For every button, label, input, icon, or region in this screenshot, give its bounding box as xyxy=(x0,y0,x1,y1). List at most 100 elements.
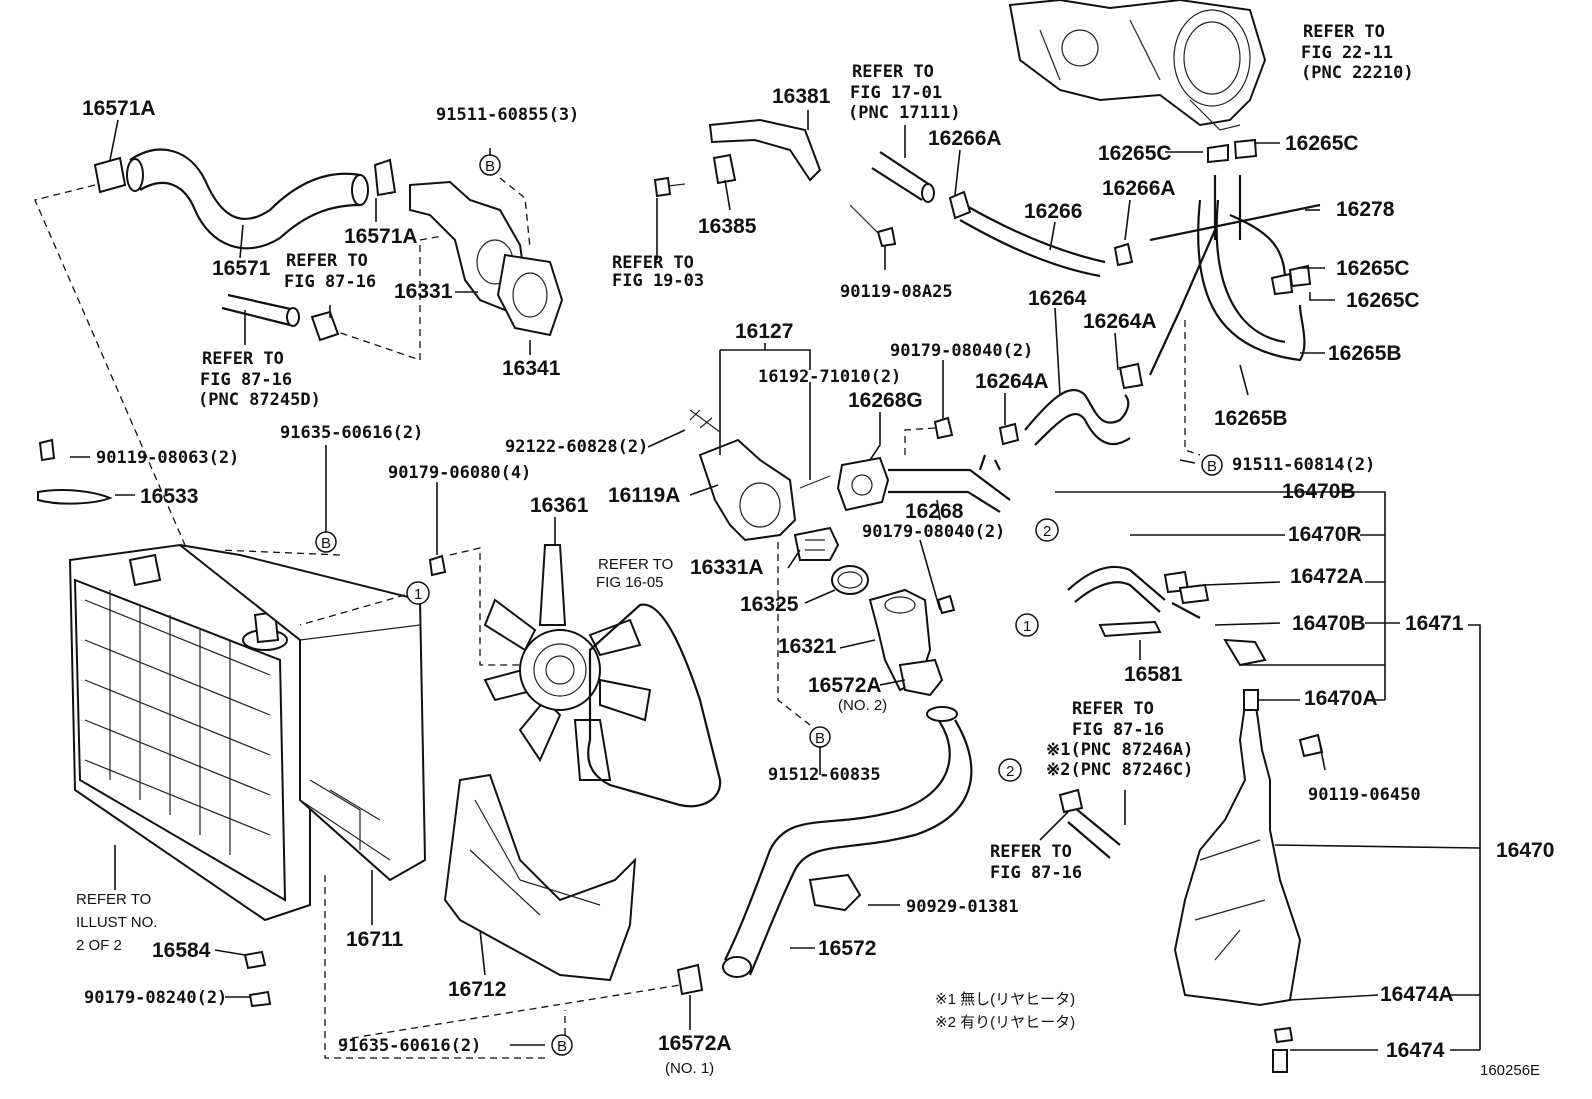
label-pnc-17111: (PNC 17111) xyxy=(848,103,961,123)
label-16265C-c: 16265C xyxy=(1336,257,1410,280)
label-90179-06080: 90179-06080(4) xyxy=(388,463,531,483)
label-fig-87245: FIG 87-16 xyxy=(200,370,292,390)
misc-small-parts-drawing xyxy=(37,438,704,1008)
heater-pipe-drawing xyxy=(221,293,340,342)
label-91512-60835: 91512-60835 xyxy=(768,765,881,785)
label-16470: 16470 xyxy=(1496,839,1554,862)
label-16572A-no2: 16572A xyxy=(808,674,882,697)
water-hose-16264-drawing xyxy=(998,362,1144,446)
water-outlet-drawing xyxy=(373,158,564,337)
label-fig-8724: FIG 87-16 xyxy=(1072,720,1164,740)
label-16264A-a: 16264A xyxy=(1083,310,1157,333)
label-16470B-b: 16470B xyxy=(1292,612,1366,635)
label-illust-b: ILLUST NO. xyxy=(76,914,157,931)
lower-fan-shroud-drawing xyxy=(443,773,637,982)
label-fig-19-03: FIG 19-03 xyxy=(612,271,704,291)
reserve-tank-drawing xyxy=(1173,689,1324,1073)
label-16472A: 16472A xyxy=(1290,565,1364,588)
label-92122-60828: 92122-60828(2) xyxy=(505,437,648,457)
svg-text:B: B xyxy=(485,158,495,175)
label-16321: 16321 xyxy=(778,635,837,658)
diagram-id: 160256E xyxy=(1480,1062,1540,1079)
label-16533: 16533 xyxy=(140,485,198,508)
part-labels: 16571A 16571 16571A 91511-60855(3) 16331… xyxy=(76,22,1554,1079)
marker-b-1: B xyxy=(479,154,501,176)
label-91635-60616-a: 91635-60616(2) xyxy=(280,423,423,443)
label-16470A: 16470A xyxy=(1304,687,1378,710)
marker-b-5: B xyxy=(551,1034,573,1056)
label-16571A-mid: 16571A xyxy=(344,225,418,248)
note-2: ※2 有り(リヤヒータ) xyxy=(935,1014,1075,1031)
label-illust-c: 2 OF 2 xyxy=(76,937,122,954)
label-16581: 16581 xyxy=(1124,663,1183,686)
label-16265C-b: 16265C xyxy=(1285,132,1359,155)
svg-text:B: B xyxy=(1207,458,1217,475)
label-16264A-b: 16264A xyxy=(975,370,1049,393)
label-16381: 16381 xyxy=(772,85,831,108)
label-16266A-b: 16266A xyxy=(1102,177,1176,200)
label-16474: 16474 xyxy=(1386,1039,1445,1062)
svg-text:B: B xyxy=(815,730,825,747)
label-fig-87-16: FIG 87-16 xyxy=(284,272,376,292)
marker-1-a: 1 xyxy=(406,581,430,605)
label-16265C-a: 16265C xyxy=(1098,142,1172,165)
label-refer-8716-x: REFER TO xyxy=(990,842,1072,862)
label-16385: 16385 xyxy=(698,215,757,238)
svg-text:2: 2 xyxy=(1006,763,1014,780)
marker-1-b: 1 xyxy=(1015,613,1039,637)
label-pnc-87246c: ※2(PNC 87246C) xyxy=(1046,760,1193,780)
label-16127: 16127 xyxy=(735,320,793,343)
svg-text:B: B xyxy=(321,535,331,552)
svg-text:1: 1 xyxy=(1023,618,1031,635)
label-fig-17-01: FIG 17-01 xyxy=(850,83,942,103)
label-refer-22: REFER TO xyxy=(1303,22,1385,42)
label-91635-60616-b: 91635-60616(2) xyxy=(338,1036,481,1056)
marker-b-4: B xyxy=(1201,454,1223,476)
label-16712: 16712 xyxy=(448,978,506,1001)
label-16584: 16584 xyxy=(152,939,211,962)
svg-text:B: B xyxy=(557,1038,567,1055)
leader-lines xyxy=(70,110,1481,1051)
label-refer-87245: REFER TO xyxy=(202,349,284,369)
label-90179-08040-a: 90179-08040(2) xyxy=(890,341,1033,361)
label-16571: 16571 xyxy=(212,257,271,280)
label-16470B-a: 16470B xyxy=(1282,480,1356,503)
label-16266A-a: 16266A xyxy=(928,127,1002,150)
label-90119-08063: 90119-08063(2) xyxy=(96,448,239,468)
reference-markers: B B B B B 1 1 2 2 xyxy=(315,154,1223,1056)
label-pnc-87245d: (PNC 87245D) xyxy=(198,390,321,410)
label-16470R: 16470R xyxy=(1288,523,1362,546)
water-inlet-16321-drawing xyxy=(868,588,956,697)
label-16119A: 16119A xyxy=(608,484,680,507)
dashed-leader-lines xyxy=(34,177,1201,1059)
cooling-fan-drawing xyxy=(483,544,722,808)
water-bypass-hose-drawing xyxy=(948,190,1134,278)
svg-text:1: 1 xyxy=(414,586,422,603)
water-inlet-pipe-drawing xyxy=(836,416,1011,513)
label-pnc-87246a: ※1(PNC 87246A) xyxy=(1046,740,1193,760)
label-fig-16-05: FIG 16-05 xyxy=(596,574,664,591)
label-no-1: (NO. 1) xyxy=(665,1060,714,1077)
upper-radiator-hose-drawing xyxy=(93,148,369,250)
label-refer-19: REFER TO xyxy=(612,253,694,273)
label-16268: 16268 xyxy=(905,500,964,523)
marker-2-a: 2 xyxy=(1035,518,1059,542)
label-91511-60855: 91511-60855(3) xyxy=(436,105,579,125)
label-16331: 16331 xyxy=(394,280,453,303)
note-1: ※1 無し(リヤヒータ) xyxy=(935,991,1075,1008)
label-16572A-no1: 16572A xyxy=(658,1032,732,1055)
label-16474A: 16474A xyxy=(1380,983,1454,1006)
label-16264: 16264 xyxy=(1028,287,1087,310)
label-90119-06450: 90119-06450 xyxy=(1308,785,1421,805)
label-pnc-22210: (PNC 22210) xyxy=(1301,63,1414,83)
label-fig-22-11: FIG 22-11 xyxy=(1301,43,1393,63)
fan-shroud-drawing xyxy=(179,544,427,882)
marker-b-3: B xyxy=(809,726,831,748)
fuel-pipe-drawing xyxy=(871,151,935,203)
marker-b-2: B xyxy=(315,531,337,553)
label-91511-60814: 91511-60814(2) xyxy=(1232,455,1375,475)
bypass-pipe-drawing xyxy=(653,118,897,248)
marker-2-b: 2 xyxy=(998,758,1022,782)
label-16268G: 16268G xyxy=(848,389,923,412)
